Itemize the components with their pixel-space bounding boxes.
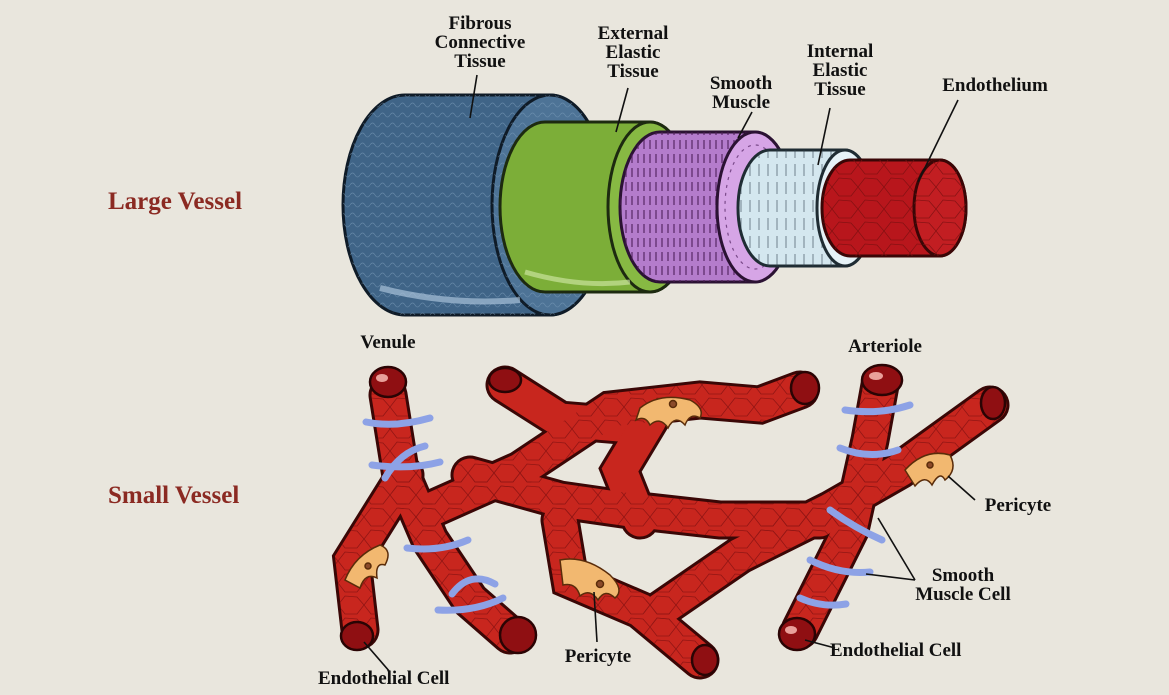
- label-smooth-muscle: Smooth Muscle: [697, 74, 785, 112]
- label-endothelial-cell-left: Endothelial Cell: [318, 669, 488, 688]
- label-line: Elastic: [790, 61, 890, 80]
- small-vessel-title: Small Vessel: [108, 482, 239, 510]
- label-venule: Venule: [343, 333, 433, 352]
- label-line: Tissue: [790, 80, 890, 99]
- label-pericyte-right: Pericyte: [968, 496, 1068, 515]
- label-line: Muscle: [697, 93, 785, 112]
- label-line: Elastic: [583, 43, 683, 62]
- large-vessel-layers: [343, 95, 966, 315]
- label-line: Internal: [790, 42, 890, 61]
- large-vessel-title: Large Vessel: [108, 188, 242, 216]
- label-external-elastic-tissue: External Elastic Tissue: [583, 24, 683, 81]
- label-line: Tissue: [420, 52, 540, 71]
- label-arteriole: Arteriole: [830, 337, 940, 356]
- label-line: External: [583, 24, 683, 43]
- label-line: Smooth: [898, 566, 1028, 585]
- label-line: Tissue: [583, 62, 683, 81]
- label-line: Fibrous: [420, 14, 540, 33]
- endothelium-layer: [822, 160, 966, 256]
- label-fibrous-connective-tissue: Fibrous Connective Tissue: [420, 14, 540, 71]
- label-line: Connective: [420, 33, 540, 52]
- label-line: Muscle Cell: [898, 585, 1028, 604]
- label-endothelial-cell-right: Endothelial Cell: [830, 641, 1000, 660]
- label-internal-elastic-tissue: Internal Elastic Tissue: [790, 42, 890, 99]
- capillary-network: [341, 365, 1005, 675]
- label-endothelium: Endothelium: [920, 76, 1070, 95]
- label-pericyte-bottom: Pericyte: [550, 647, 646, 666]
- label-line: Smooth: [697, 74, 785, 93]
- label-smooth-muscle-cell: Smooth Muscle Cell: [898, 566, 1028, 604]
